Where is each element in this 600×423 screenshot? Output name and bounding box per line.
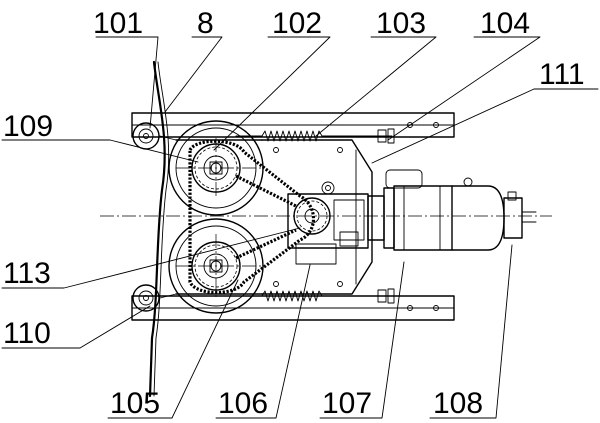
upper-wheel-axle-cap [209, 161, 223, 175]
leader-103 [315, 36, 437, 137]
leader-108 [429, 244, 513, 419]
lower-sprocket-outer [191, 241, 241, 291]
leader-111 [371, 88, 599, 164]
motor [367, 169, 505, 251]
drive-sprocket-pitch [296, 200, 328, 232]
top-rail-hole-mid [407, 122, 413, 128]
base-plate [261, 139, 373, 295]
lower-spring-coil [261, 290, 323, 302]
leader-110 [1, 305, 151, 349]
upper-guide-pulley-outer [132, 122, 160, 150]
label-111: 111 [539, 58, 585, 91]
motor-rear-housing [451, 185, 505, 251]
gearbox-flange [333, 199, 365, 241]
base-bolt-4 [337, 281, 343, 287]
upper-spring-nut [377, 129, 387, 143]
cable-line-outer [148, 60, 166, 398]
center-lines [100, 138, 552, 300]
top-frame-rail [131, 112, 455, 138]
label-102: 102 [272, 7, 322, 40]
lower-spring-bolt-head [387, 288, 395, 304]
upper-wheel-rim-inner [175, 127, 257, 209]
lower-spring-nut [377, 289, 387, 303]
upper-guide-pulley-inner [138, 128, 154, 144]
upper-sprocket-hub [203, 155, 229, 181]
chain-loop [188, 139, 315, 294]
leader-113 [1, 227, 301, 289]
leader-8 [164, 36, 223, 113]
cable-line-inner [153, 61, 170, 397]
gearbox-top-boss-inner [325, 185, 331, 191]
label-103: 103 [376, 7, 426, 40]
base-plate-outline [261, 139, 373, 295]
base-bolt-1 [273, 147, 279, 153]
gearbox [287, 181, 369, 265]
labels: 101 8 102 103 104 111 109 113 110 105 10… [3, 7, 585, 420]
upper-guide-pulley-hub [143, 133, 149, 139]
gearbox-terminal [339, 231, 359, 247]
upper-spring-coil [261, 130, 323, 142]
frame-left-link [159, 135, 177, 141]
label-113: 113 [3, 257, 51, 290]
lower-sprocket-pitch [194, 244, 238, 288]
upper-sprocket-outer [191, 143, 241, 193]
leader-105 [107, 279, 239, 419]
label-110: 110 [3, 317, 51, 350]
label-107: 107 [322, 387, 372, 420]
upper-spring-bolt-head [387, 128, 395, 144]
lower-guide-pulley-outer [132, 284, 160, 312]
gearbox-lower-block [295, 243, 337, 265]
lower-wheel-axle-cap [209, 259, 223, 273]
label-105: 105 [110, 387, 160, 420]
label-101: 101 [93, 7, 143, 40]
base-bolt-2 [337, 147, 343, 153]
frame-left-link-lower [159, 293, 177, 299]
side-frame [159, 135, 263, 299]
bottom-frame-rail [131, 295, 455, 321]
label-8: 8 [197, 7, 214, 40]
motor-coupling [367, 195, 385, 241]
leader-101 [95, 36, 159, 129]
drive-sprocket-hub [304, 208, 320, 224]
end-brake-cap [507, 191, 517, 201]
label-104: 104 [480, 7, 530, 40]
drive-chain [188, 139, 315, 294]
upper-spring-assembly [235, 128, 395, 144]
end-brake-body [503, 197, 523, 239]
leader-104 [387, 36, 541, 141]
chain-inner-strand [235, 174, 297, 260]
lower-spring-assembly [235, 288, 395, 304]
motor-body [393, 185, 453, 251]
lower-sprocket-bore [210, 260, 222, 272]
upper-sprocket-bore [210, 162, 222, 174]
lower-guide-pulley-inner [138, 290, 154, 306]
leader-lines [1, 36, 599, 419]
drive-sprocket-outer [293, 197, 331, 235]
bottom-rail-hole-mid [407, 305, 413, 311]
upper-sprocket-pitch [194, 146, 238, 190]
label-108: 108 [433, 387, 483, 420]
lower-sprocket-hub [203, 253, 229, 279]
leader-106 [215, 264, 311, 419]
motor-flange [383, 187, 395, 249]
label-109: 109 [3, 110, 53, 143]
base-bolt-3 [273, 281, 279, 287]
upper-guide-pulley [132, 122, 160, 150]
motor-top-vent [463, 177, 473, 187]
lower-guide-pulley-hub [143, 295, 149, 301]
gearbox-top-boss [321, 181, 335, 195]
lower-wheel-rim-inner [175, 225, 257, 307]
end-brake [503, 191, 537, 239]
lower-guide-pulley [132, 284, 160, 312]
top-rail-hole-right [433, 122, 439, 128]
cable [148, 60, 170, 398]
label-106: 106 [218, 387, 268, 420]
motor-terminal-box [385, 169, 423, 189]
leader-107 [319, 261, 405, 419]
bottom-rail-hole-right [433, 305, 439, 311]
